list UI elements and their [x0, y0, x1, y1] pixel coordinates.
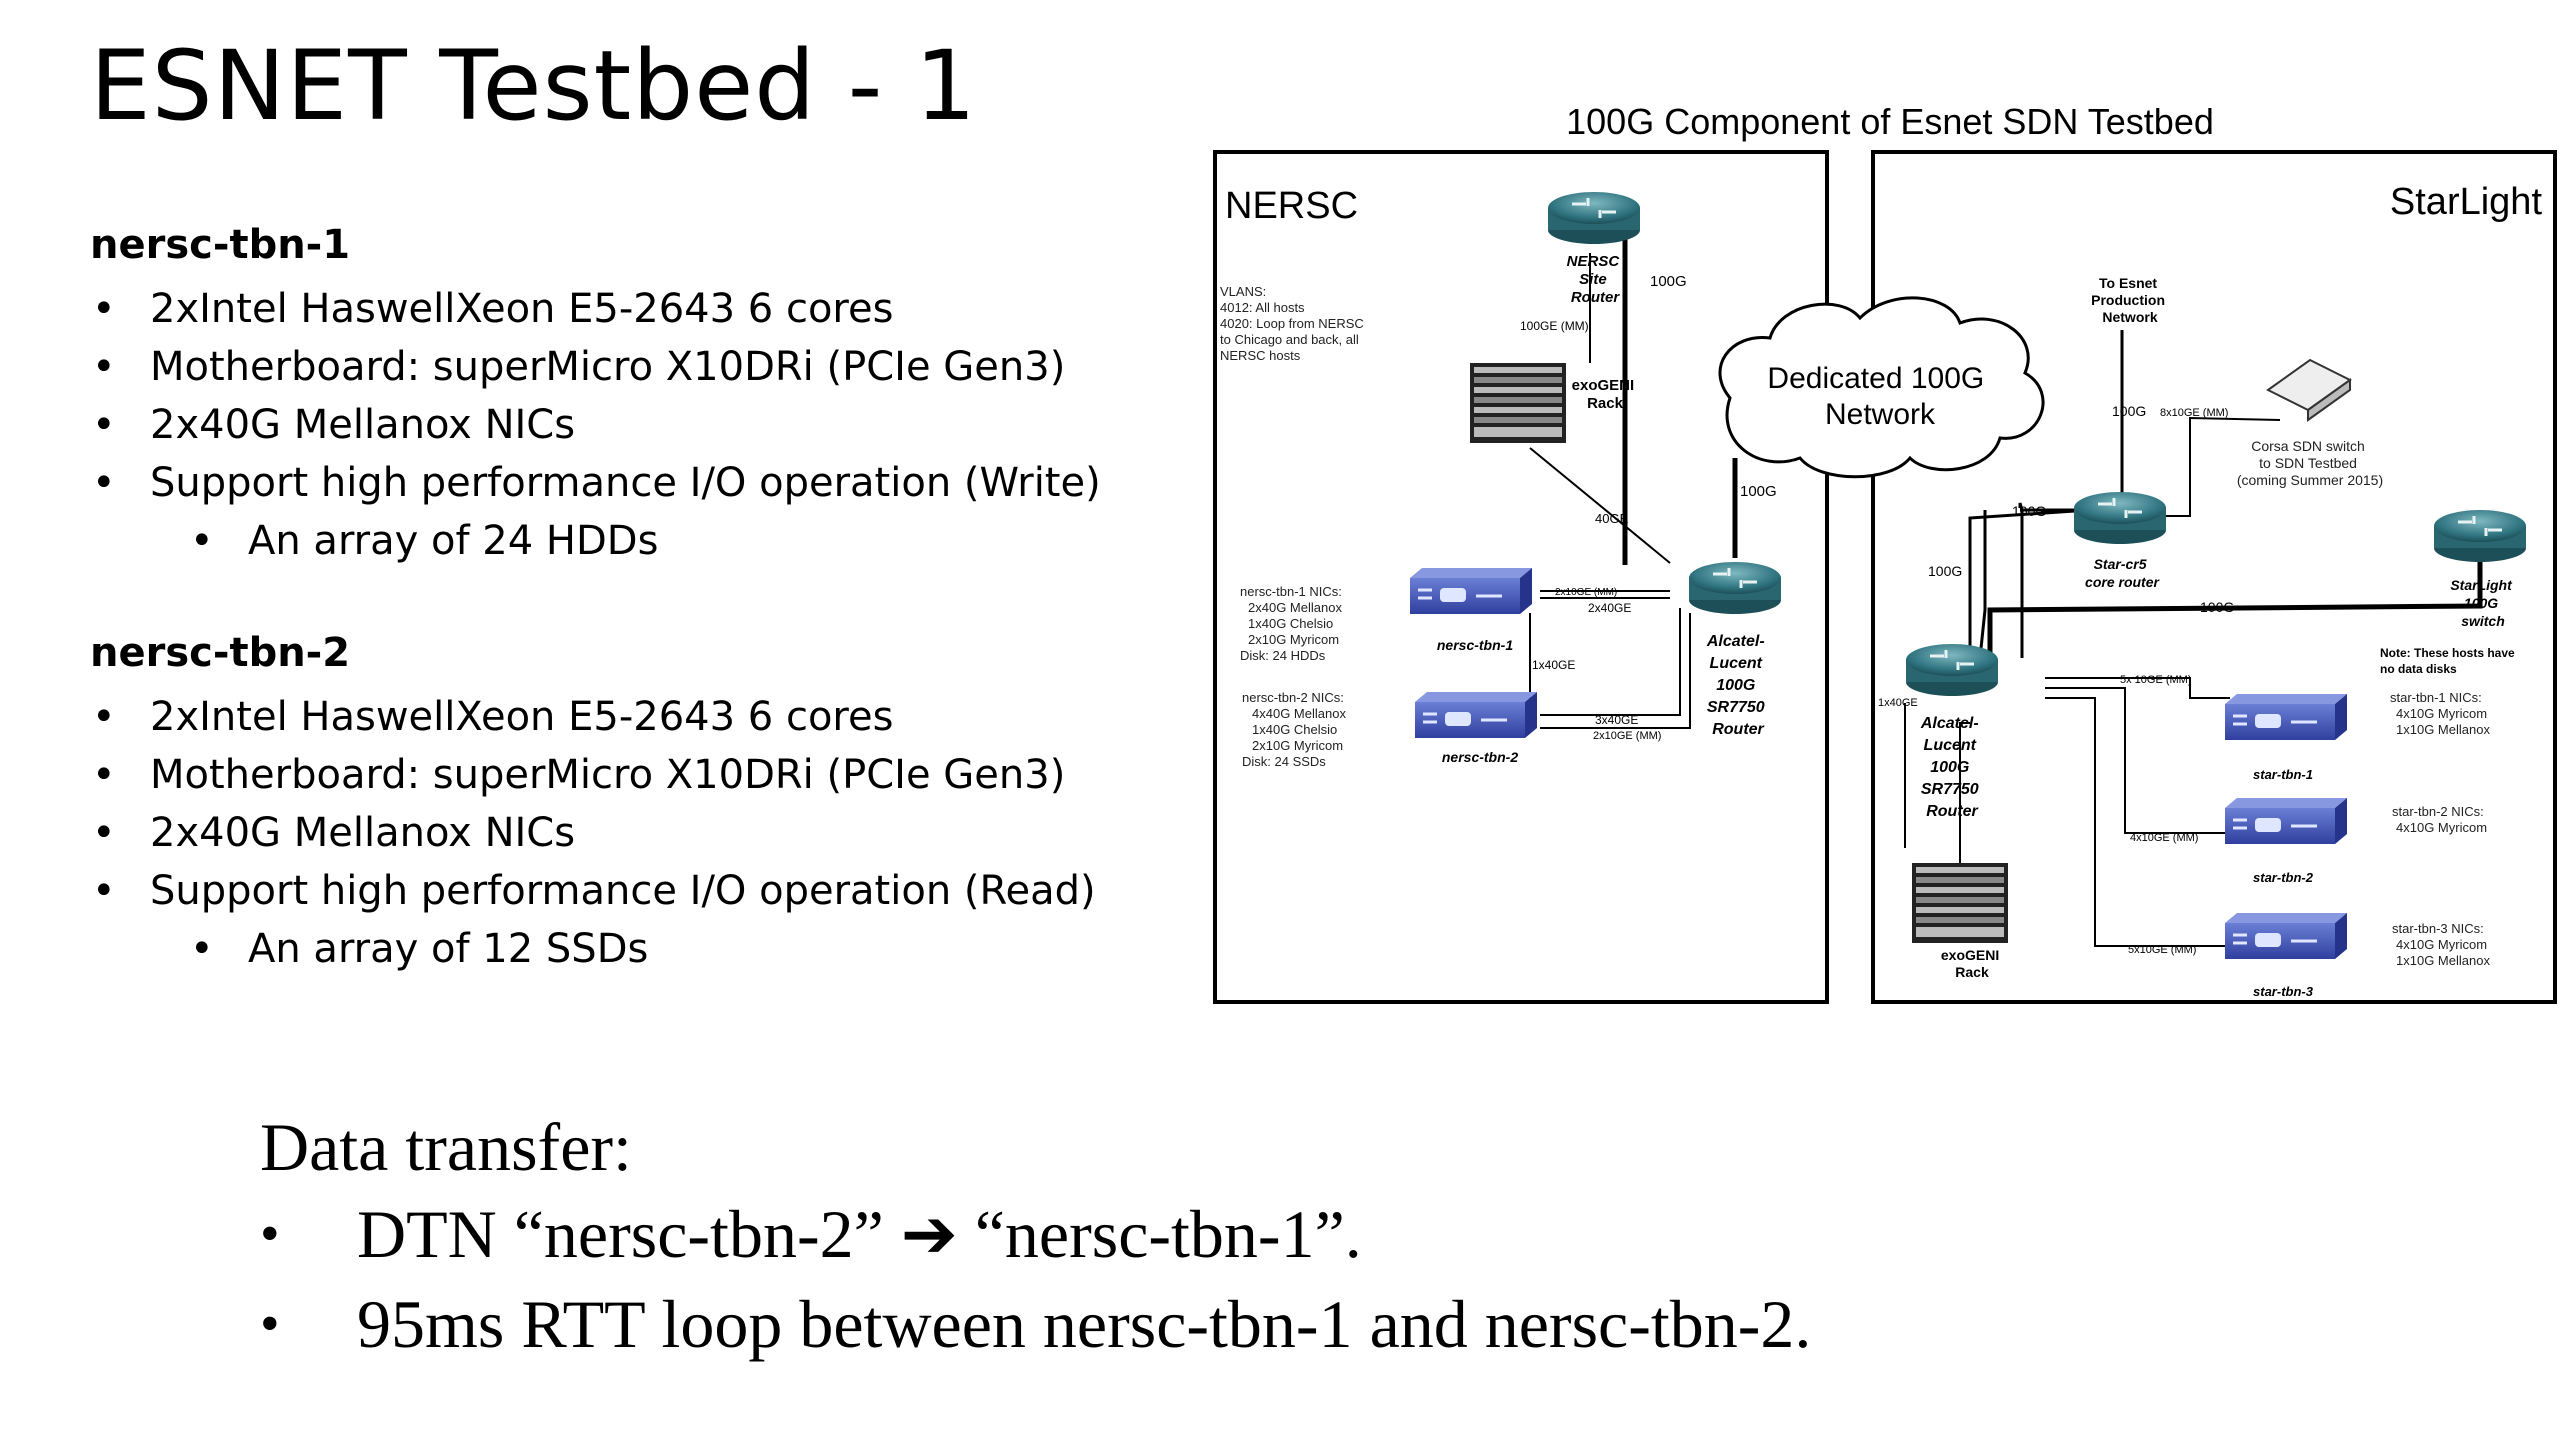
spec-bullet: 2x40G Mellanox NICs: [90, 804, 1096, 862]
link-label: 3x40GE: [1595, 713, 1638, 727]
link-label: 100G: [1650, 273, 1687, 290]
nersc-exogeni-rack-icon: [1470, 363, 1566, 443]
starlight-switch-icon: [2432, 508, 2528, 564]
starlight-box: [1871, 150, 2557, 1004]
spec-bullet: Support high performance I/O operation (…: [90, 454, 1101, 512]
link-label: 2x10GE (MM): [1593, 730, 1661, 742]
host-name: nersc-tbn-2: [90, 630, 351, 676]
nersc-box: [1213, 150, 1829, 1004]
link-label: 100G: [1928, 563, 1962, 579]
nersc-site-router-icon: [1546, 190, 1642, 246]
starlight-exogeni-label: exoGENI Rack: [1941, 947, 2003, 980]
transfer-item: DTN “nersc-tbn-2” ➔ “nersc-tbn-1”.: [260, 1189, 1811, 1279]
star-tbn-1-label: star-tbn-1: [2253, 767, 2313, 782]
star-tbn-2-server-icon: [2223, 796, 2349, 846]
nersc-label: NERSC: [1225, 185, 1358, 227]
nersc-tbn-1-server-icon: [1408, 566, 1534, 616]
dedicated-network-cloud: [1718, 296, 2045, 479]
nersc-tbn-1-label: nersc-tbn-1: [1437, 637, 1513, 653]
nersc-exogeni-label: exoGENI Rack: [1572, 377, 1639, 412]
spec-bullet: Motherboard: superMicro X10DRi (PCIe Gen…: [90, 338, 1101, 396]
host-spec-list: 2xIntel HaswellXeon E5-2643 6 cores Moth…: [90, 280, 1101, 570]
spec-sub-bullet: An array of 12 SSDs: [90, 920, 1096, 978]
link-label: 4x10GE (MM): [2130, 832, 2198, 844]
host-spec-list: 2xIntel HaswellXeon E5-2643 6 cores Moth…: [90, 688, 1096, 978]
diagram-title: 100G Component of Esnet SDN Testbed: [1566, 101, 2214, 142]
spec-bullet: 2x40G Mellanox NICs: [90, 396, 1101, 454]
starlight-alcatel-router-icon: [1904, 642, 2000, 698]
network-diagram: 100G Component of Esnet SDN Testbed NERS…: [1200, 98, 2560, 1018]
link-label: 100G: [2112, 403, 2146, 419]
starlight-label: StarLight: [2390, 181, 2543, 223]
spec-sub-bullet: An array of 24 HDDs: [90, 512, 1101, 570]
transfer-list: DTN “nersc-tbn-2” ➔ “nersc-tbn-1”. 95ms …: [260, 1189, 1811, 1369]
star-tbn-3-server-icon: [2223, 911, 2349, 961]
starlight-switch-label: StarLight 100G switch: [2450, 577, 2515, 629]
star-tbn-2-label: star-tbn-2: [2253, 870, 2314, 885]
host-block-nersc-tbn-2: nersc-tbn-2 2xIntel HaswellXeon E5-2643 …: [90, 630, 1096, 978]
link-label: 5x10GE (MM): [2128, 944, 2196, 956]
link-label: 2x10GE (MM): [1555, 587, 1617, 598]
starlight-alcatel-label: Alcatel- Lucent 100G SR7750 Router: [1920, 715, 1983, 820]
link-label: 8x10GE (MM): [2160, 407, 2228, 419]
star-cr5-router-icon: [2072, 490, 2168, 546]
link-label: 2x40GE: [1588, 601, 1631, 615]
cloud-label: Dedicated 100G Network: [1767, 362, 1992, 431]
nersc-alcatel-router-icon: [1687, 560, 1783, 616]
link-label: 1x40GE: [1532, 658, 1575, 672]
host-name: nersc-tbn-1: [90, 222, 351, 268]
star-tbn-1-server-icon: [2223, 692, 2349, 742]
starlight-links: [1904, 330, 2483, 947]
nersc-alcatel-label: Alcatel- Lucent 100G SR7750 Router: [1706, 633, 1769, 738]
corsa-note: Corsa SDN switch to SDN Testbed (coming …: [2237, 438, 2383, 488]
link-label: 1x40GE: [1878, 697, 1918, 709]
data-transfer-section: Data transfer: DTN “nersc-tbn-2” ➔ “ners…: [260, 1105, 1811, 1369]
transfer-heading: Data transfer:: [260, 1109, 632, 1185]
link-label: 40GE: [1595, 511, 1629, 526]
slide-title: ESNET Testbed - 1: [90, 30, 977, 142]
link-label: 100G: [2012, 503, 2046, 519]
host-block-nersc-tbn-1: nersc-tbn-1 2xIntel HaswellXeon E5-2643 …: [90, 222, 1101, 570]
spec-bullet: Support high performance I/O operation (…: [90, 862, 1096, 920]
link-label: 100GE (MM): [1520, 319, 1589, 333]
transfer-item: 95ms RTT loop between nersc-tbn-1 and ne…: [260, 1279, 1811, 1369]
nersc-tbn-1-nics: nersc-tbn-1 NICs: 2x40G Mellanox 1x40G C…: [1240, 584, 1346, 663]
link-label: 100G: [2200, 599, 2234, 615]
spec-bullet: Motherboard: superMicro X10DRi (PCIe Gen…: [90, 746, 1096, 804]
nersc-vlans-note: VLANS: 4012: All hosts 4020: Loop from N…: [1220, 284, 1367, 363]
spec-bullet: 2xIntel HaswellXeon E5-2643 6 cores: [90, 688, 1096, 746]
nersc-links: [1529, 217, 1738, 729]
link-label: 5x 10GE (MM): [2120, 674, 2192, 686]
star-tbn-3-label: star-tbn-3: [2253, 984, 2314, 999]
nersc-tbn-2-server-icon: [1413, 690, 1539, 740]
star-cr5-label: Star-cr5 core router: [2085, 556, 2160, 590]
star-tbn-2-nics: star-tbn-2 NICs: 4x10G Myricom: [2392, 804, 2487, 835]
spec-bullet: 2xIntel HaswellXeon E5-2643 6 cores: [90, 280, 1101, 338]
link-label: 100G: [1740, 483, 1777, 500]
nersc-tbn-2-nics: nersc-tbn-2 NICs: 4x40G Mellanox 1x40G C…: [1242, 690, 1350, 769]
starlight-exogeni-rack-icon: [1912, 863, 2008, 943]
nersc-tbn-2-label: nersc-tbn-2: [1442, 749, 1518, 765]
star-tbn-3-nics: star-tbn-3 NICs: 4x10G Myricom 1x10G Mel…: [2392, 921, 2491, 968]
star-tbn-1-nics: star-tbn-1 NICs: 4x10G Myricom 1x10G Mel…: [2390, 690, 2491, 737]
corsa-switch-icon: [2266, 358, 2352, 422]
starlight-note: Note: These hosts have no data disks: [2380, 646, 2518, 676]
nersc-site-router-label: NERSC Site Router: [1567, 253, 1624, 306]
esnet-production-label: To Esnet Production Network: [2091, 275, 2169, 325]
